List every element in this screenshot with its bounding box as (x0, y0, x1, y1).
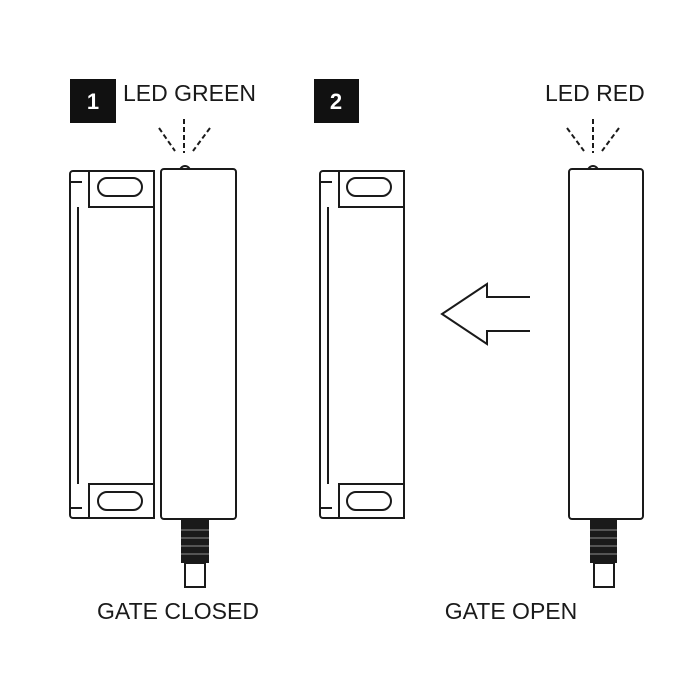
led-label-green: LED GREEN (123, 80, 256, 106)
actuator-right (319, 170, 405, 519)
step-badge-2: 2 (314, 79, 359, 123)
panel-gate-closed: 1 LED GREEN (69, 79, 259, 624)
led-rays-icon (566, 119, 620, 153)
sensor-body-2 (568, 165, 644, 520)
step-number-1: 1 (87, 89, 99, 114)
panel-gate-open: 2 LED RED (314, 79, 645, 624)
sensor-cable-1 (181, 519, 209, 588)
step-number-2: 2 (330, 89, 342, 114)
step-badge-1: 1 (70, 79, 116, 123)
sensor-cable-2 (590, 519, 617, 588)
left-arrow-icon (440, 282, 530, 346)
caption-gate-closed: GATE CLOSED (97, 598, 259, 624)
actuator-left (69, 170, 155, 519)
led-label-red: LED RED (545, 80, 645, 106)
sensor-body-1 (160, 165, 237, 520)
caption-gate-open: GATE OPEN (445, 598, 578, 624)
led-rays-icon (158, 119, 211, 153)
